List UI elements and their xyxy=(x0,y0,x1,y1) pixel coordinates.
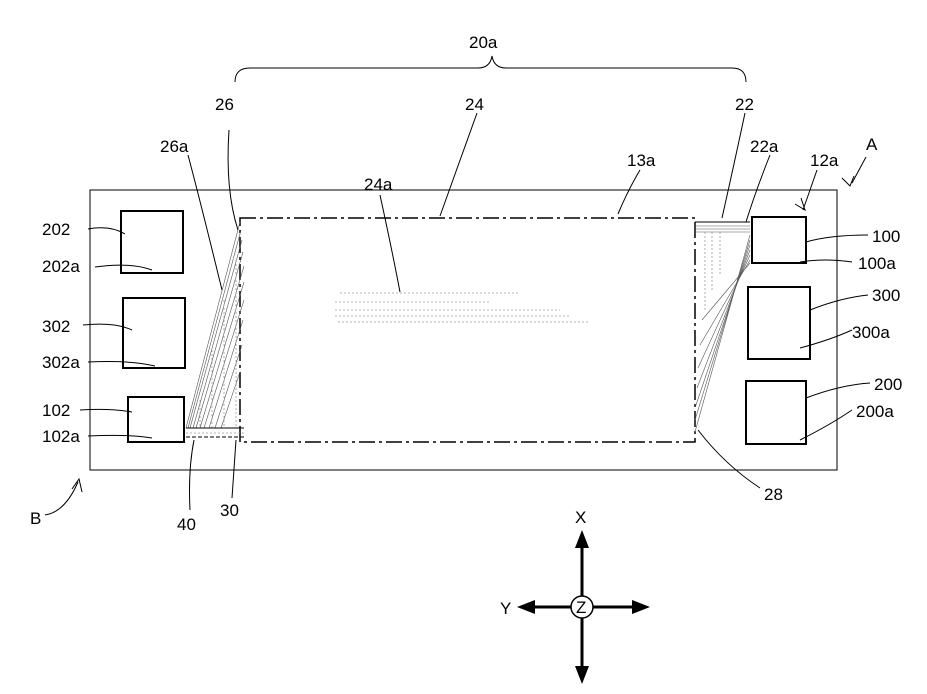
signal-lines-24a xyxy=(335,293,590,322)
label-100a: 100a xyxy=(858,254,896,273)
label-102: 102 xyxy=(42,401,70,420)
arrow-y-icon xyxy=(517,600,535,614)
label-30: 30 xyxy=(220,501,239,520)
chip-302 xyxy=(123,298,185,368)
label-22: 22 xyxy=(735,95,754,114)
label-26: 26 xyxy=(215,95,234,114)
label-202a: 202a xyxy=(42,257,80,276)
label-102a: 102a xyxy=(42,427,80,446)
label-24a: 24a xyxy=(364,175,393,194)
axis-label-z: Z xyxy=(576,598,586,617)
label-13a: 13a xyxy=(627,151,656,170)
label-24: 24 xyxy=(465,95,484,114)
label-100: 100 xyxy=(872,227,900,246)
label-A: A xyxy=(866,135,878,154)
arrow-right-icon xyxy=(632,600,650,614)
fanout-wiring-22 xyxy=(695,222,750,432)
axis-label-x: X xyxy=(575,508,586,527)
label-22a: 22a xyxy=(750,137,779,156)
label-200a: 200a xyxy=(856,402,894,421)
chip-202 xyxy=(121,211,183,273)
arrow-x-icon xyxy=(575,530,589,548)
display-area-13a xyxy=(240,218,695,442)
label-202: 202 xyxy=(42,220,70,239)
chip-200 xyxy=(746,381,806,444)
label-28: 28 xyxy=(764,485,783,504)
label-300a: 300a xyxy=(852,323,890,342)
label-300: 300 xyxy=(872,286,900,305)
label-200: 200 xyxy=(874,375,902,394)
label-12a: 12a xyxy=(810,151,839,170)
label-26a: 26a xyxy=(160,137,189,156)
chip-102 xyxy=(128,397,184,442)
label-B: B xyxy=(30,509,41,528)
label-302: 302 xyxy=(42,317,70,336)
axis-label-y: Y xyxy=(500,599,511,618)
chip-100 xyxy=(752,217,806,263)
fanout-wiring-26 xyxy=(186,222,244,437)
label-40: 40 xyxy=(177,515,196,534)
brace-20a xyxy=(235,56,746,82)
label-20a: 20a xyxy=(469,33,498,52)
arrow-down-icon xyxy=(575,666,589,684)
label-302a: 302a xyxy=(42,353,80,372)
